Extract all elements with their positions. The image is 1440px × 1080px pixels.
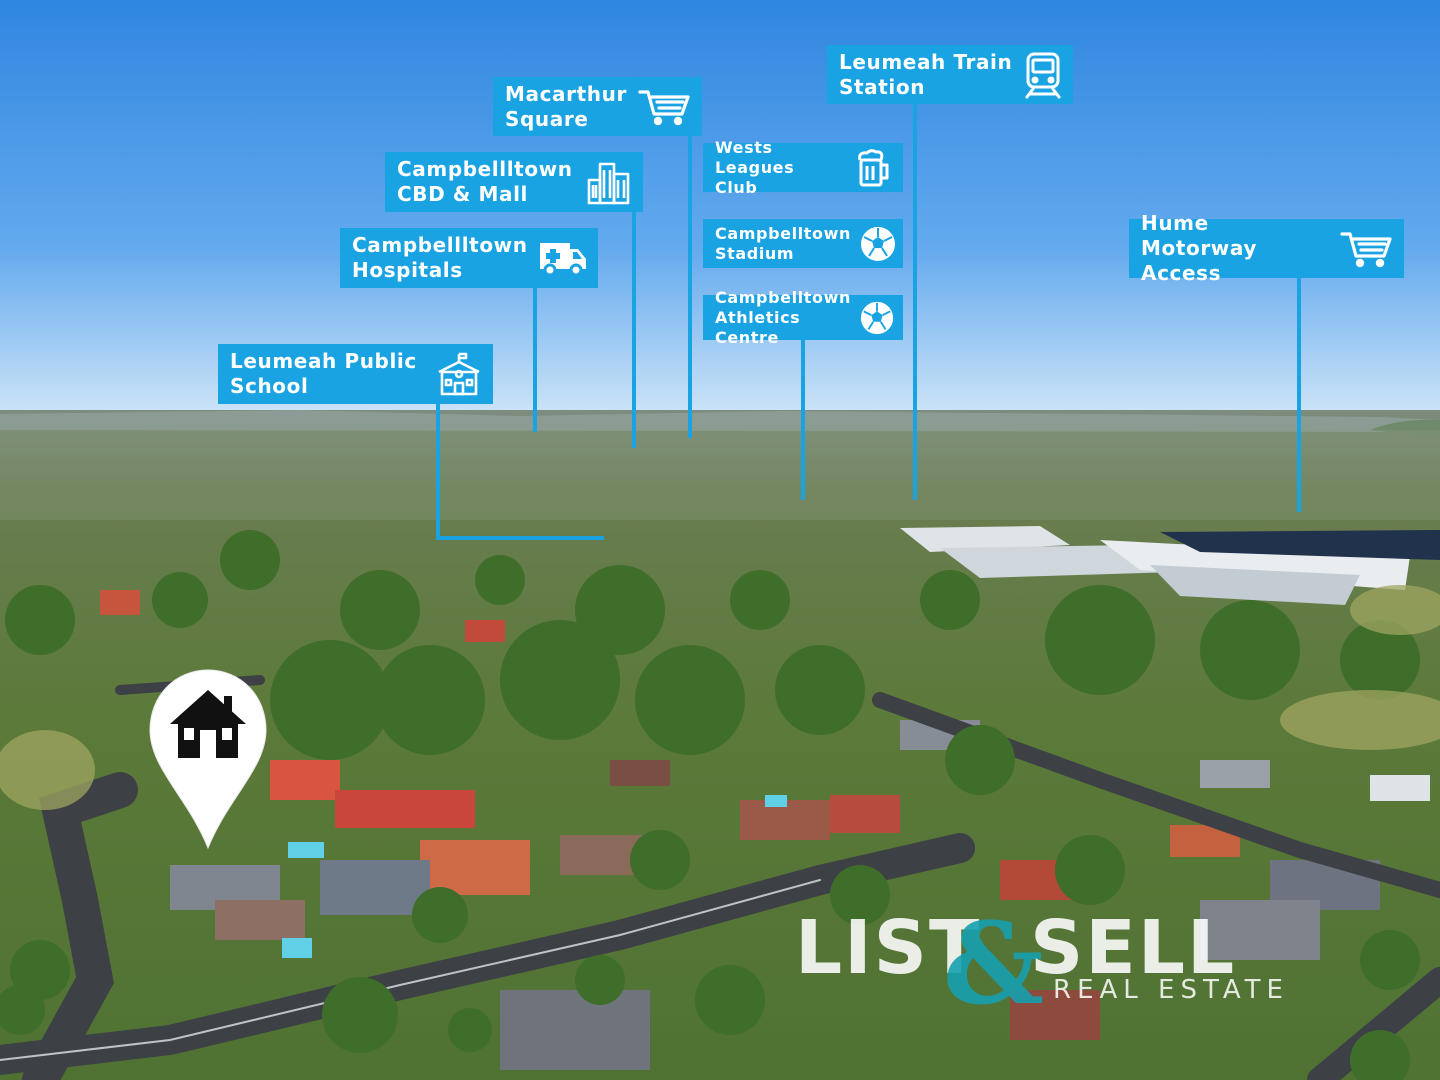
- callout-campbelltown-stadium: Campbelltown Stadium: [703, 219, 903, 268]
- callout-hume-motorway-access: Hume Motorway Access: [1129, 211, 1404, 285]
- callout-campbelltown-cbd: Campbellltown CBD & Mall: [385, 152, 643, 212]
- watermark-real-estate: REAL ESTATE: [1053, 975, 1289, 1005]
- callout-label: Campbelltown Athletics Centre: [715, 287, 851, 347]
- callout-wests-leagues-club: Wests Leagues Club: [703, 138, 903, 197]
- leader-line-train: [913, 104, 917, 500]
- callout-label: Leumeah Public School: [230, 349, 417, 398]
- sky: [0, 0, 1440, 415]
- callout-label: Leumeah Train Station: [839, 49, 1013, 99]
- leader-line-hume: [1297, 278, 1301, 512]
- leader-line-school-horizontal: [436, 536, 604, 540]
- callout-label: Campbelltown Stadium: [715, 223, 851, 263]
- shopping-cart-icon: [1340, 230, 1394, 268]
- callout-label: Campbellltown CBD & Mall: [397, 157, 573, 206]
- callout-campbelltown-hospitals: Campbellltown Hospitals: [340, 228, 598, 288]
- callout-label: Macarthur Square: [505, 81, 627, 131]
- callout-leumeah-public-school: Leumeah Public School: [218, 344, 493, 404]
- leader-line-athletics: [801, 340, 805, 500]
- beer-mug-icon: [853, 148, 893, 188]
- callout-label: Hume Motorway Access: [1141, 211, 1258, 285]
- callout-leumeah-train-station: Leumeah Train Station: [827, 45, 1073, 104]
- shopping-cart-icon: [638, 88, 692, 126]
- lawns: [0, 585, 1440, 810]
- train-icon: [1023, 51, 1063, 99]
- trees: [0, 530, 1420, 1080]
- leader-line-macarthur: [688, 136, 692, 438]
- soccer-ball-icon: [859, 225, 897, 263]
- leader-line-hospitals: [533, 288, 537, 432]
- callout-macarthur-square: Macarthur Square: [493, 77, 702, 136]
- ambulance-icon: [538, 239, 588, 277]
- watermark-list: LIST: [795, 905, 982, 991]
- leader-line-school: [436, 404, 440, 540]
- list-and-sell-logo-watermark: LIST & SELL REAL ESTATE: [795, 899, 1295, 1030]
- watermark-sell: SELL: [1030, 905, 1237, 991]
- callout-label: Wests Leagues Club: [715, 137, 795, 197]
- callout-label: Campbellltown Hospitals: [352, 233, 528, 282]
- suburb-houses: [100, 590, 1430, 1070]
- callout-campbelltown-athletics-centre: Campbelltown Athletics Centre: [703, 288, 903, 347]
- soccer-ball-icon: [859, 300, 895, 336]
- warehouses: [900, 526, 1440, 605]
- city-buildings-icon: [585, 158, 633, 206]
- school-building-icon: [435, 350, 483, 398]
- pools: [282, 795, 787, 958]
- watermark-ampersand: &: [943, 899, 1045, 1030]
- house-location-pin-icon: [148, 668, 268, 850]
- leader-line-cbd: [632, 212, 636, 448]
